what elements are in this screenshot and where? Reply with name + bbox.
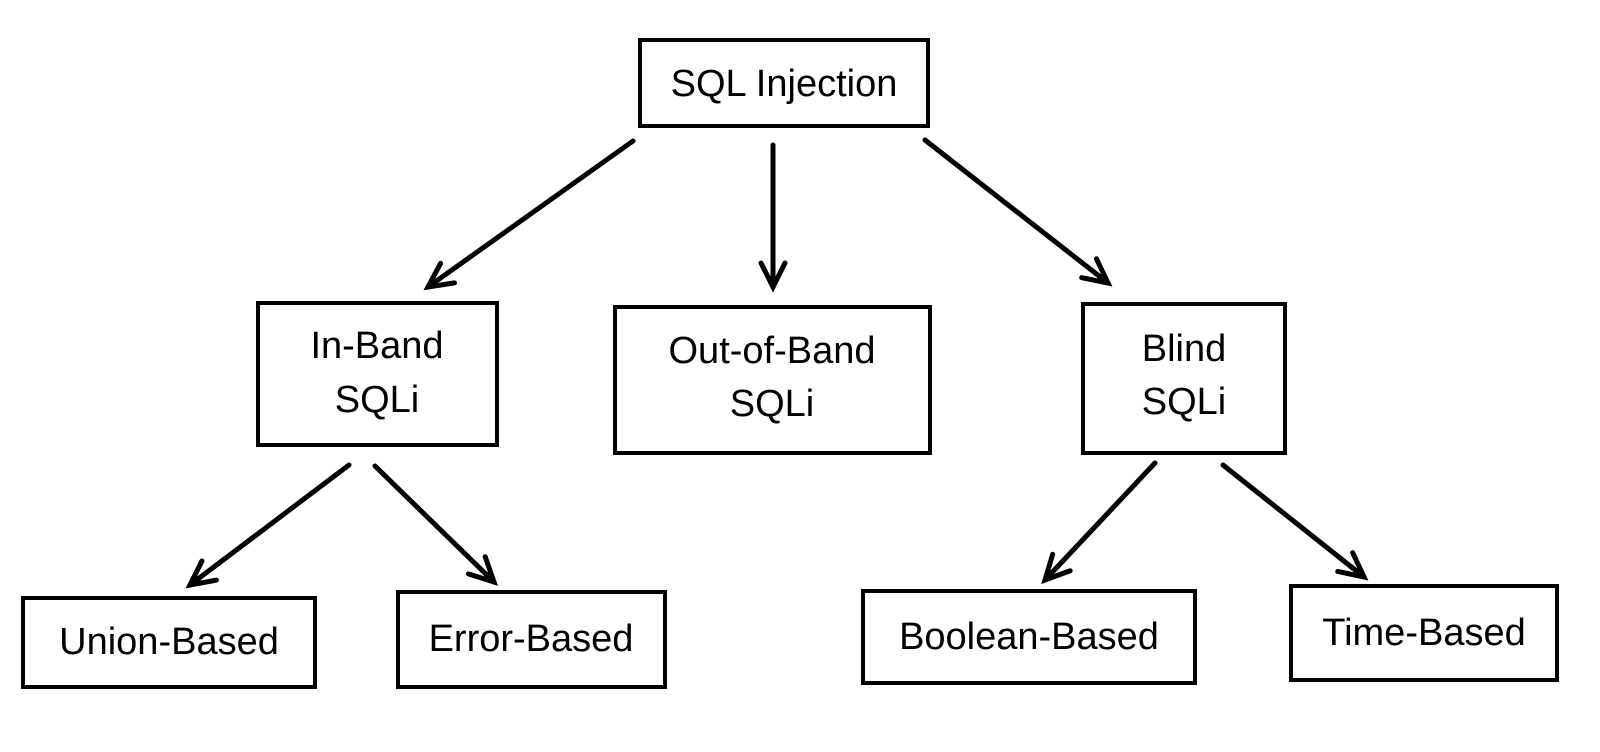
node-sql-injection: SQL Injection bbox=[638, 38, 930, 128]
node-time-based-box bbox=[1289, 584, 1559, 682]
node-out-of-band-sqli: Out-of-Band SQLi bbox=[613, 305, 932, 455]
node-union-based-label: Union-Based bbox=[59, 621, 279, 663]
node-time-based-label: Time-Based bbox=[1322, 612, 1525, 654]
node-in-band-sqli: In-Band SQLi bbox=[256, 301, 499, 447]
node-in-band-sqli-label-line2: SQLi bbox=[335, 379, 419, 421]
node-out-of-band-sqli-label-line2: SQLi bbox=[730, 383, 814, 425]
node-time-based: Time-Based bbox=[1289, 584, 1559, 682]
node-error-based-label: Error-Based bbox=[429, 618, 634, 660]
node-blind-sqli-box bbox=[1081, 302, 1287, 455]
node-out-of-band-sqli-label-line1: Out-of-Band bbox=[669, 330, 876, 372]
node-sql-injection-box bbox=[638, 38, 930, 128]
node-in-band-sqli-box bbox=[256, 301, 499, 447]
node-union-based-box bbox=[21, 596, 317, 689]
edge-root-to-in-band bbox=[423, 138, 636, 291]
node-error-based: Error-Based bbox=[396, 590, 667, 689]
node-blind-sqli: Blind SQLi bbox=[1081, 302, 1287, 455]
node-union-based: Union-Based bbox=[21, 596, 317, 689]
edges-group bbox=[185, 137, 1369, 589]
node-in-band-sqli-label-line1: In-Band bbox=[310, 325, 443, 367]
node-blind-sqli-label-line1: Blind bbox=[1142, 328, 1227, 370]
edge-blind-to-time-based bbox=[1220, 462, 1369, 581]
nodes-group: SQL Injection In-Band SQLi Out-of-Band S… bbox=[21, 38, 1559, 689]
node-error-based-box bbox=[396, 590, 667, 689]
edge-in-band-to-union-based bbox=[185, 462, 352, 589]
node-boolean-based-label: Boolean-Based bbox=[899, 616, 1159, 658]
edge-blind-to-boolean-based bbox=[1041, 460, 1158, 585]
node-blind-sqli-label-line2: SQLi bbox=[1142, 381, 1226, 423]
edge-in-band-to-error-based bbox=[372, 463, 499, 586]
node-boolean-based-box bbox=[861, 589, 1197, 685]
edge-root-to-blind bbox=[922, 137, 1113, 287]
node-boolean-based: Boolean-Based bbox=[861, 589, 1197, 685]
node-out-of-band-sqli-box bbox=[613, 305, 932, 455]
node-sql-injection-label: SQL Injection bbox=[671, 63, 898, 105]
